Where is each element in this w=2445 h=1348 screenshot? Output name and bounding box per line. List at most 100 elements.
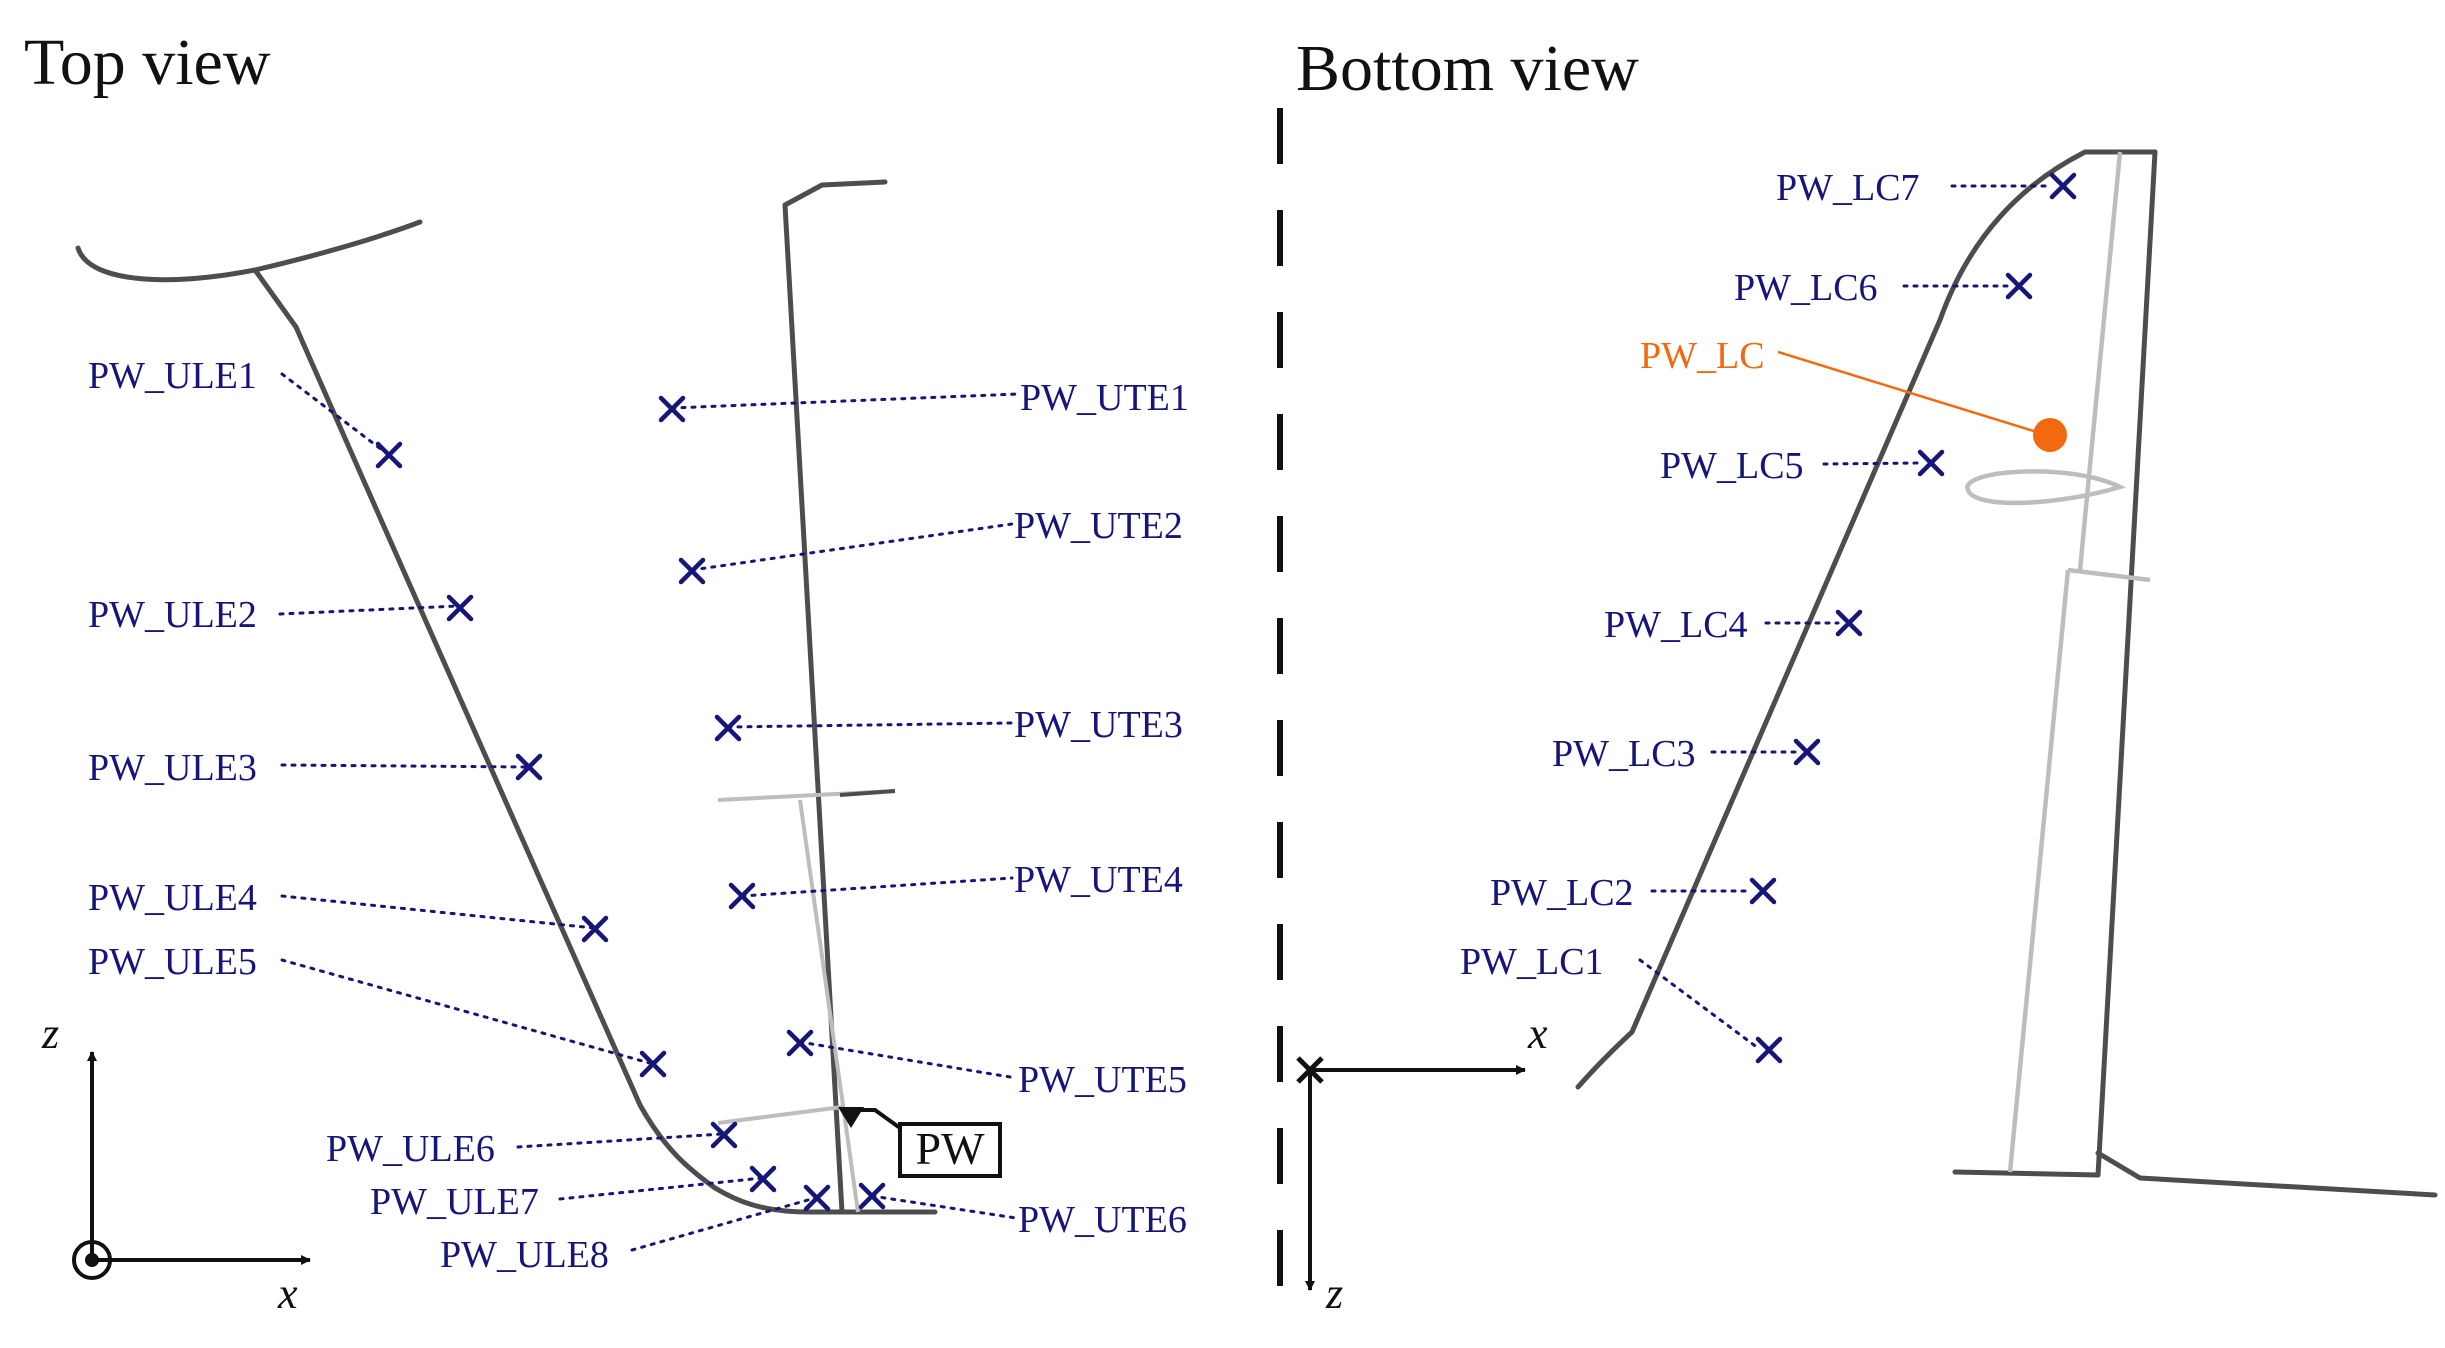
label-ule8: PW_ULE8 bbox=[440, 1234, 609, 1276]
bottom-spar-upper bbox=[2077, 151, 2123, 571]
bottom-leading-edge bbox=[1575, 149, 2088, 1090]
bottom-view-markers bbox=[1749, 172, 2077, 1064]
label-lc2: PW_LC2 bbox=[1490, 872, 1634, 914]
marker-icon-ule7 bbox=[749, 1165, 777, 1193]
pw-tag-label: PW bbox=[916, 1123, 986, 1174]
spar-cap-right bbox=[839, 789, 896, 797]
bottom-view-axes bbox=[1296, 1056, 1526, 1291]
pw-callout-pointer-icon bbox=[838, 1107, 864, 1128]
label-lc-highlight: PW_LC bbox=[1640, 335, 1765, 377]
label-lc4: PW_LC4 bbox=[1604, 604, 1748, 646]
label-ute5: PW_UTE5 bbox=[1018, 1059, 1187, 1101]
leader-ute4 bbox=[740, 876, 1014, 898]
label-ule1: PW_ULE1 bbox=[88, 355, 257, 397]
wing-root-edge bbox=[252, 267, 299, 330]
label-ule7: PW_ULE7 bbox=[370, 1181, 539, 1223]
wingtip-top bbox=[782, 179, 888, 208]
label-lc6: PW_LC6 bbox=[1734, 267, 1878, 309]
marker-icon-lc2 bbox=[1749, 877, 1777, 905]
marker-icon-ute2 bbox=[678, 557, 706, 585]
marker-icon-lc5 bbox=[1917, 449, 1945, 477]
top-view-axes bbox=[72, 1051, 311, 1280]
bottom-view-inner-structure bbox=[1965, 151, 2151, 1173]
leader-ule5 bbox=[280, 958, 655, 1066]
bottom-view-title: Bottom view bbox=[1296, 32, 1639, 105]
marker-icon-ule6 bbox=[710, 1121, 738, 1149]
label-ute3: PW_UTE3 bbox=[1014, 704, 1183, 746]
top-axis-z-label: z bbox=[41, 1009, 59, 1058]
bottom-root-edge bbox=[1952, 1169, 2101, 1178]
axis-origin-dot-icon bbox=[85, 1253, 99, 1267]
bottom-trailing-edge bbox=[2095, 149, 2158, 1178]
marker-icon-lc3 bbox=[1793, 738, 1821, 766]
marker-icon-lc1 bbox=[1755, 1036, 1783, 1064]
pw-callout: PW bbox=[838, 1107, 1002, 1178]
leader-lc-highlight bbox=[1777, 350, 2041, 435]
bottom-view-wing-outline bbox=[1575, 149, 2438, 1198]
marker-icon-lc7 bbox=[2049, 172, 2077, 200]
bottom-spar-box bbox=[2067, 567, 2151, 583]
leader-ute1 bbox=[670, 392, 1020, 410]
leader-ule4 bbox=[280, 894, 596, 930]
marker-icon-ute5 bbox=[786, 1029, 814, 1057]
leader-ute5 bbox=[798, 1040, 1018, 1080]
fuselage-curve bbox=[75, 219, 423, 283]
leader-lc1 bbox=[1638, 958, 1760, 1050]
bottom-axis-x-label: x bbox=[1527, 1009, 1548, 1058]
leader-ule3 bbox=[280, 763, 530, 769]
leader-lc5 bbox=[1822, 461, 1922, 466]
top-view-wing-outline bbox=[75, 179, 938, 1215]
label-lc3: PW_LC3 bbox=[1552, 733, 1696, 775]
label-lc1: PW_LC1 bbox=[1460, 941, 1604, 983]
marker-icon-ute3 bbox=[714, 714, 742, 742]
marker-icon-ule2 bbox=[446, 594, 474, 622]
marker-icon-ute1 bbox=[658, 395, 686, 423]
top-view-inner-structure bbox=[717, 799, 860, 1213]
leading-edge bbox=[293, 324, 938, 1215]
trailing-edge bbox=[782, 202, 845, 1215]
leader-ule7 bbox=[558, 1176, 764, 1201]
label-ute1: PW_UTE1 bbox=[1020, 377, 1189, 419]
spar-vertical bbox=[798, 799, 860, 1213]
leader-ule8 bbox=[630, 1196, 817, 1252]
marker-icon-ule1 bbox=[375, 441, 403, 469]
label-lc7: PW_LC7 bbox=[1776, 167, 1920, 209]
bottom-store-pod bbox=[1965, 469, 2127, 506]
label-ute4: PW_UTE4 bbox=[1014, 859, 1183, 901]
marker-icon-ule4 bbox=[581, 915, 609, 943]
leader-ule1 bbox=[280, 372, 392, 458]
pw-callout-leader bbox=[856, 1108, 902, 1130]
marker-icon-ule5 bbox=[639, 1050, 667, 1078]
leader-ule2 bbox=[278, 604, 460, 616]
marker-icon-ute4 bbox=[728, 882, 756, 910]
bottom-axis-z-label: z bbox=[1325, 1269, 1343, 1318]
bottom-view-leader-lines bbox=[1638, 184, 2054, 1050]
top-view-leader-lines bbox=[278, 372, 1020, 1252]
top-view-labels: PW_ULE1 PW_ULE2 PW_ULE3 PW_ULE4 PW_ULE5 … bbox=[88, 355, 1189, 1276]
leader-ule6 bbox=[516, 1132, 724, 1149]
top-axis-x-label: x bbox=[277, 1269, 298, 1318]
label-ule3: PW_ULE3 bbox=[88, 747, 257, 789]
bottom-spar-lower bbox=[2007, 569, 2071, 1173]
leader-ute2 bbox=[690, 522, 1014, 572]
leader-ute6 bbox=[870, 1194, 1018, 1220]
label-ute2: PW_UTE2 bbox=[1014, 505, 1183, 547]
spar-lower bbox=[717, 1105, 843, 1125]
label-ute6: PW_UTE6 bbox=[1018, 1199, 1187, 1241]
top-view-title: Top view bbox=[24, 26, 271, 99]
axis-out-of-plane-icon bbox=[72, 1240, 112, 1280]
label-ule4: PW_ULE4 bbox=[88, 877, 257, 919]
top-view-markers bbox=[375, 395, 886, 1212]
pw-tag-box bbox=[898, 1122, 1002, 1178]
bottom-view-labels: PW_LC7 PW_LC6 PW_LC PW_LC5 PW_LC4 PW_LC3… bbox=[1460, 167, 1920, 983]
marker-icon-lc6 bbox=[2005, 272, 2033, 300]
label-ule2: PW_ULE2 bbox=[88, 594, 257, 636]
marker-lc-highlight-dot-icon bbox=[2033, 418, 2067, 452]
bottom-root-fairing bbox=[2095, 1150, 2438, 1198]
label-ule6: PW_ULE6 bbox=[326, 1128, 495, 1170]
marker-icon-lc4 bbox=[1835, 609, 1863, 637]
axis-into-plane-icon bbox=[1296, 1056, 1324, 1084]
label-ule5: PW_ULE5 bbox=[88, 941, 257, 983]
